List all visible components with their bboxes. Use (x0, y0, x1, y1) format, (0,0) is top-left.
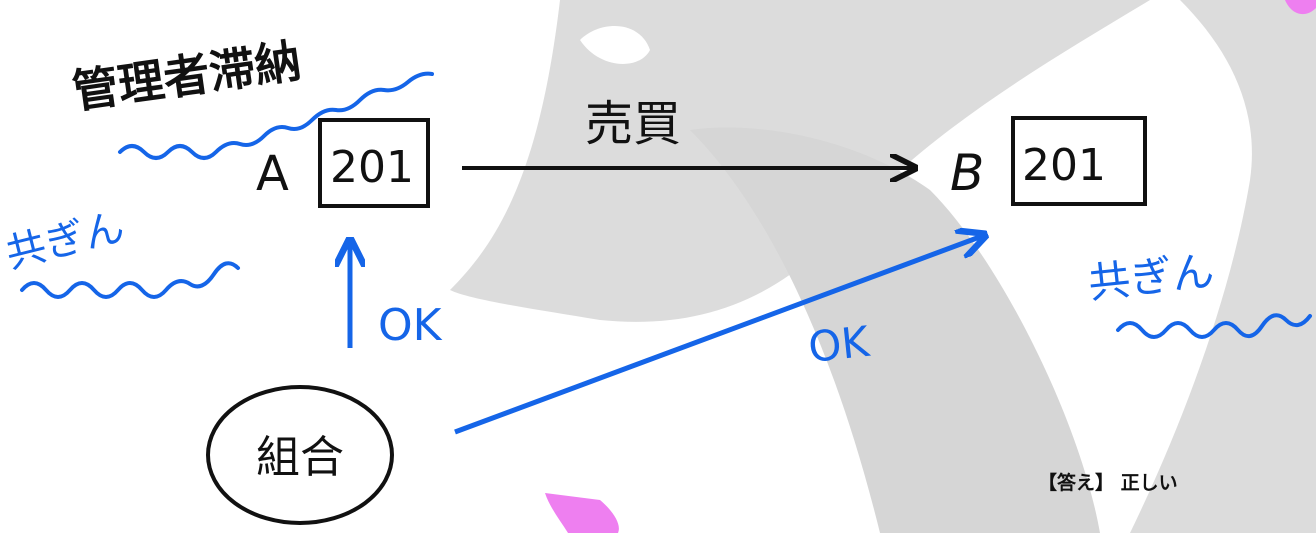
answer-text: 【答え】 正しい (1038, 472, 1178, 494)
party-b-label: B (950, 144, 984, 202)
association-label: 組合 (256, 432, 344, 483)
party-a-label: A (256, 146, 289, 202)
ok-vertical-label: OK (378, 300, 443, 351)
party-a-unit-box (318, 118, 430, 208)
association-circle (206, 385, 394, 525)
blue-note-right: 共ぎん (1086, 246, 1216, 308)
ok-diagonal-label: OK (806, 317, 873, 372)
pink-blob-top (1285, 0, 1316, 15)
top-left-note: 管理者滞納 (69, 33, 304, 118)
blue-wavy-left (20, 261, 240, 299)
transaction-label: 売買 (585, 96, 681, 152)
blue-wavy-right (1116, 313, 1312, 339)
top-left-wavy-underline (118, 71, 434, 160)
party-b-unit-box (1011, 116, 1147, 206)
party-b-unit: 201 (1022, 140, 1106, 191)
watermark-graphic (450, 0, 1316, 533)
pink-blob-bottom (545, 493, 619, 533)
party-a-unit: 201 (330, 142, 414, 193)
blue-note-left: 共ぎん (1, 204, 129, 278)
ok-diagonal-arrow (454, 235, 985, 435)
